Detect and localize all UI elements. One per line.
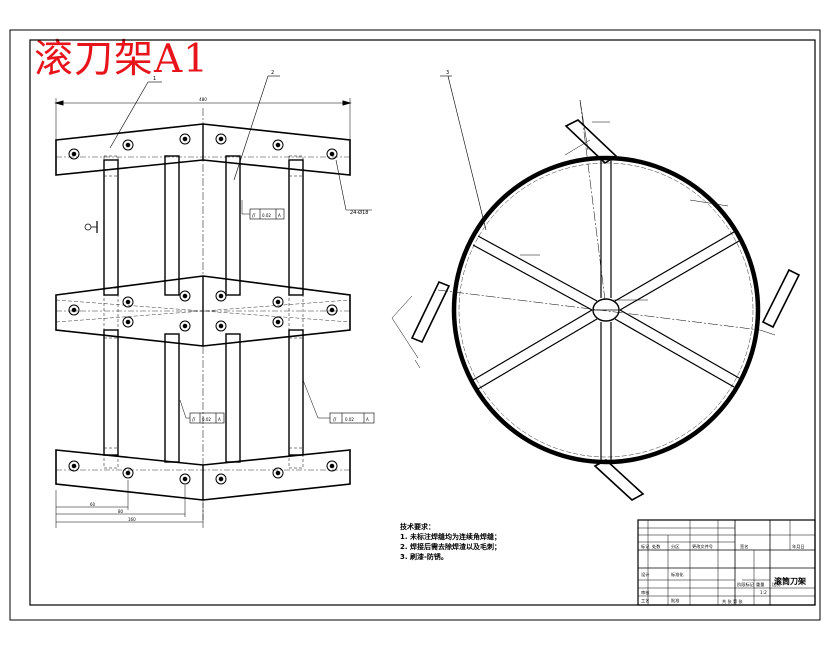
- middle-holes: [68, 290, 338, 332]
- tb-sheet-label: 共 张 第 张: [722, 598, 744, 605]
- tol-frame-3-datum: A: [366, 417, 369, 422]
- spokes: [472, 160, 740, 460]
- tol-frame-3-symbol: //: [333, 417, 337, 423]
- tol-frame-2-datum: A: [218, 417, 221, 422]
- blade-bottom: [593, 459, 645, 501]
- top-holes: [68, 133, 338, 160]
- blade-left: [410, 280, 451, 344]
- left-view: 480: [54, 70, 375, 528]
- tb-label-design: 设计: [641, 571, 649, 578]
- tech-req-item-1: 1. 未标注焊缝均为连续角焊缝；: [400, 533, 501, 541]
- tb-scale-value: 1:2: [760, 590, 767, 595]
- tb-drawing-name: 滚筒刀架: [774, 576, 806, 586]
- tol-frame-1-datum: A: [278, 213, 281, 218]
- outer-ring: [451, 155, 761, 465]
- tb-row-5: 年月日: [792, 543, 805, 550]
- bottom-holes: [68, 460, 338, 485]
- tb-stage-label: 阶段标记: [737, 581, 755, 588]
- tb-label-std: 标准化: [671, 571, 684, 578]
- tb-label-approve: 批准: [671, 597, 679, 604]
- tb-row-3: 更改文件号: [692, 543, 713, 550]
- overall-width-dim: 480: [199, 97, 207, 102]
- inner-border: [29, 39, 816, 606]
- part-label-1: 1: [153, 76, 156, 82]
- right-view: 3: [391, 70, 801, 501]
- tb-scale-label: 比例: [772, 581, 780, 588]
- tech-req-heading: 技术要求：: [400, 523, 435, 531]
- tol-frame-1-symbol: //: [252, 213, 256, 219]
- part-label-2: 2: [271, 70, 274, 76]
- tol-frame-2-value: 0.02: [202, 417, 211, 422]
- blade-right: [761, 268, 801, 329]
- hole-note: 24-Ø18: [350, 209, 368, 216]
- upper-blades: [103, 155, 304, 296]
- blade-top: [564, 119, 618, 165]
- tech-req-item-3: 3. 刷漆-防锈。: [400, 553, 448, 561]
- tb-row-1: 处数: [652, 543, 661, 550]
- tech-req-item-2: 2. 焊接后需去除焊渣以及毛刺；: [400, 543, 501, 551]
- tb-weight-label: 重量: [756, 581, 764, 588]
- tb-row-2: 分区: [671, 543, 679, 550]
- flange-dim-3: 160: [128, 517, 136, 522]
- lower-blades: [103, 329, 304, 463]
- tb-label-review: 审核: [641, 589, 650, 596]
- tb-row-0: 标记: [641, 543, 650, 550]
- part-label-3: 3: [446, 70, 449, 76]
- tol-frame-1-value: 0.02: [262, 213, 271, 218]
- sheet-title: 滚刀架A1: [34, 37, 209, 82]
- tb-row-4: 签名: [740, 543, 748, 550]
- flange-dim-2: 80: [118, 509, 124, 514]
- tol-frame-3-value: 0.02: [345, 417, 354, 422]
- title-block: 标记 处数 分区 更改文件号 签名 年月日 设计 标准化 审核 工艺 批准 阶段…: [637, 519, 816, 606]
- flange-dim-1: 60: [90, 502, 96, 507]
- outer-border: [9, 29, 821, 621]
- technical-requirements: 技术要求： 1. 未标注焊缝均为连续角焊缝； 2. 焊接后需去除焊渣以及毛刺； …: [400, 522, 501, 562]
- tol-frame-2-symbol: //: [192, 417, 196, 423]
- tb-label-process: 工艺: [641, 598, 649, 603]
